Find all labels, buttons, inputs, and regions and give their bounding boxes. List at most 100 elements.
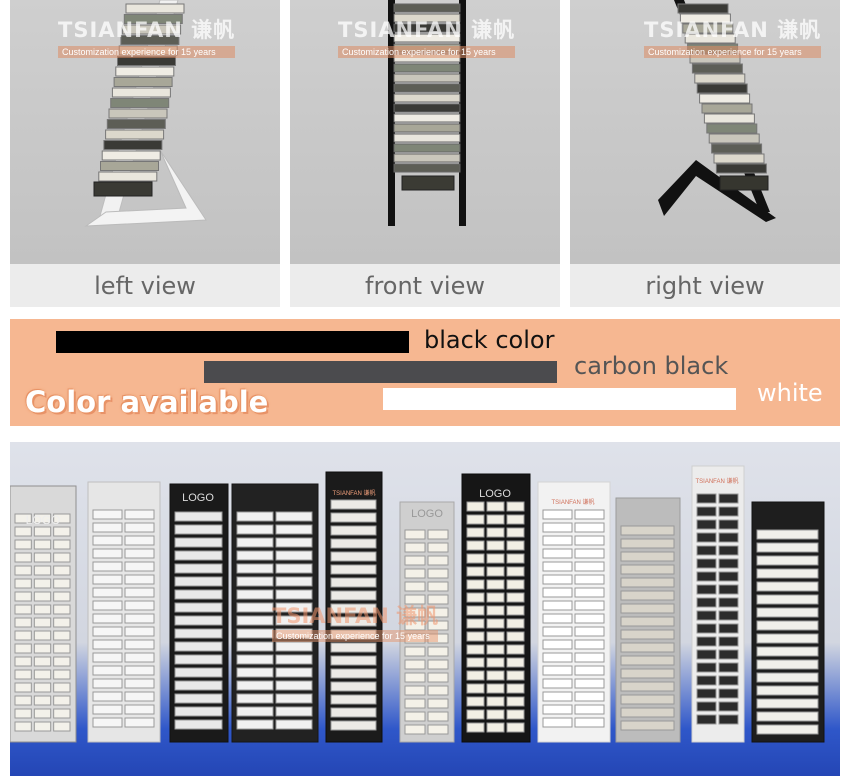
watermark-brand: TSIANFAN 谦帆: [272, 604, 439, 628]
tile-sample: [696, 597, 717, 608]
tile-sample: [427, 529, 449, 540]
tile-sample: [330, 655, 377, 666]
tile-sample: [696, 584, 717, 595]
tile-sample: [506, 592, 525, 603]
tile-sample: [466, 631, 485, 642]
tile-sample: [92, 678, 123, 689]
tile-sample: [53, 617, 71, 628]
tile-sample: [33, 526, 52, 537]
tile-sample: [574, 613, 605, 624]
tile-sample: [466, 592, 485, 603]
tile-sample: [574, 535, 605, 546]
tile-sample: [53, 630, 71, 641]
tile-sample: [756, 594, 819, 605]
tile-sample: [33, 643, 52, 654]
view-caption: front view: [290, 264, 560, 307]
tile-sample: [174, 680, 223, 691]
display-rack: [537, 481, 611, 743]
tile-sample: [696, 636, 717, 647]
tile-sample: [275, 524, 313, 535]
tile-sample: [506, 709, 525, 720]
tile-sample: [718, 649, 739, 660]
tile-sample: [718, 545, 739, 556]
tile-sample: [92, 704, 123, 715]
tile-sample: [174, 615, 223, 626]
tile-sample: [718, 662, 739, 673]
tile-sample: [53, 695, 71, 706]
tile-sample: [404, 594, 426, 605]
tile-sample: [174, 602, 223, 613]
tile-sample: [393, 3, 461, 13]
watermark-tagline: Customization experience for 15 years: [644, 46, 822, 58]
rack-logo-label: LOGO: [411, 508, 443, 520]
tile-sample: [53, 513, 71, 524]
tile-sample: [506, 501, 525, 512]
tile-sample: [427, 568, 449, 579]
tile-sample: [542, 574, 573, 585]
tile-sample: [236, 667, 274, 678]
tile-sample: [174, 654, 223, 665]
tile-sample: [486, 722, 505, 733]
tile-sample: [53, 721, 71, 732]
tile-sample: [719, 175, 769, 191]
tile-sample: [542, 665, 573, 676]
tile-sample: [696, 506, 717, 517]
tile-sample: [275, 602, 313, 613]
tile-sample: [275, 563, 313, 574]
tile-sample: [53, 604, 71, 615]
rack-logo-label: LOGO: [479, 488, 511, 500]
tile-sample: [236, 654, 274, 665]
tile-sample: [92, 509, 123, 520]
watermark-tagline: Customization experience for 15 years: [338, 46, 516, 58]
tile-sample: [427, 724, 449, 735]
tile-sample: [542, 600, 573, 611]
tile-sample: [275, 641, 313, 652]
tile-sample: [105, 129, 165, 140]
tile-sample: [756, 711, 819, 722]
tile-sample: [718, 506, 739, 517]
tile-sample: [486, 514, 505, 525]
tile-sample: [174, 719, 223, 730]
watermark: TSIANFAN 谦帆 Customization experience for…: [58, 14, 236, 58]
tile-sample: [404, 581, 426, 592]
tile-sample: [393, 133, 461, 143]
front-view-panel: TSIANFAN 谦帆 Customization experience for…: [290, 0, 560, 307]
tile-sample: [393, 73, 461, 83]
tile-sample: [718, 688, 739, 699]
tile-sample: [33, 539, 52, 550]
rack-illustration-front: [388, 0, 466, 226]
watermark: TSIANFAN 谦帆 Customization experience for…: [272, 600, 439, 642]
tile-sample: [542, 626, 573, 637]
tile-sample: [542, 652, 573, 663]
tile-sample: [401, 175, 455, 191]
tile-sample: [542, 548, 573, 559]
tile-sample: [174, 706, 223, 717]
tile-sample: [33, 591, 52, 602]
tile-sample: [620, 616, 675, 627]
tile-sample: [330, 642, 377, 653]
tile-sample: [486, 657, 505, 668]
tile-sample: [486, 540, 505, 551]
tile-sample: [14, 578, 32, 589]
tile-sample: [124, 574, 155, 585]
tile-sample: [703, 113, 755, 124]
tile-sample: [330, 707, 377, 718]
tile-sample: [620, 694, 675, 705]
tile-sample: [404, 659, 426, 670]
tile-sample: [124, 652, 155, 663]
tile-sample: [330, 577, 377, 588]
tile-sample: [718, 571, 739, 582]
tile-sample: [236, 693, 274, 704]
tile-sample: [696, 623, 717, 634]
tile-sample: [404, 607, 426, 618]
tile-sample: [174, 641, 223, 652]
tile-sample: [92, 717, 123, 728]
tile-sample: [427, 594, 449, 605]
rack-logo-label: LOGO: [25, 513, 61, 527]
tile-sample: [466, 670, 485, 681]
tile-sample: [174, 563, 223, 574]
left-view-photo: TSIANFAN 谦帆 Customization experience for…: [10, 0, 280, 264]
tile-sample: [124, 587, 155, 598]
tile-sample: [330, 538, 377, 549]
tile-sample: [120, 35, 180, 45]
